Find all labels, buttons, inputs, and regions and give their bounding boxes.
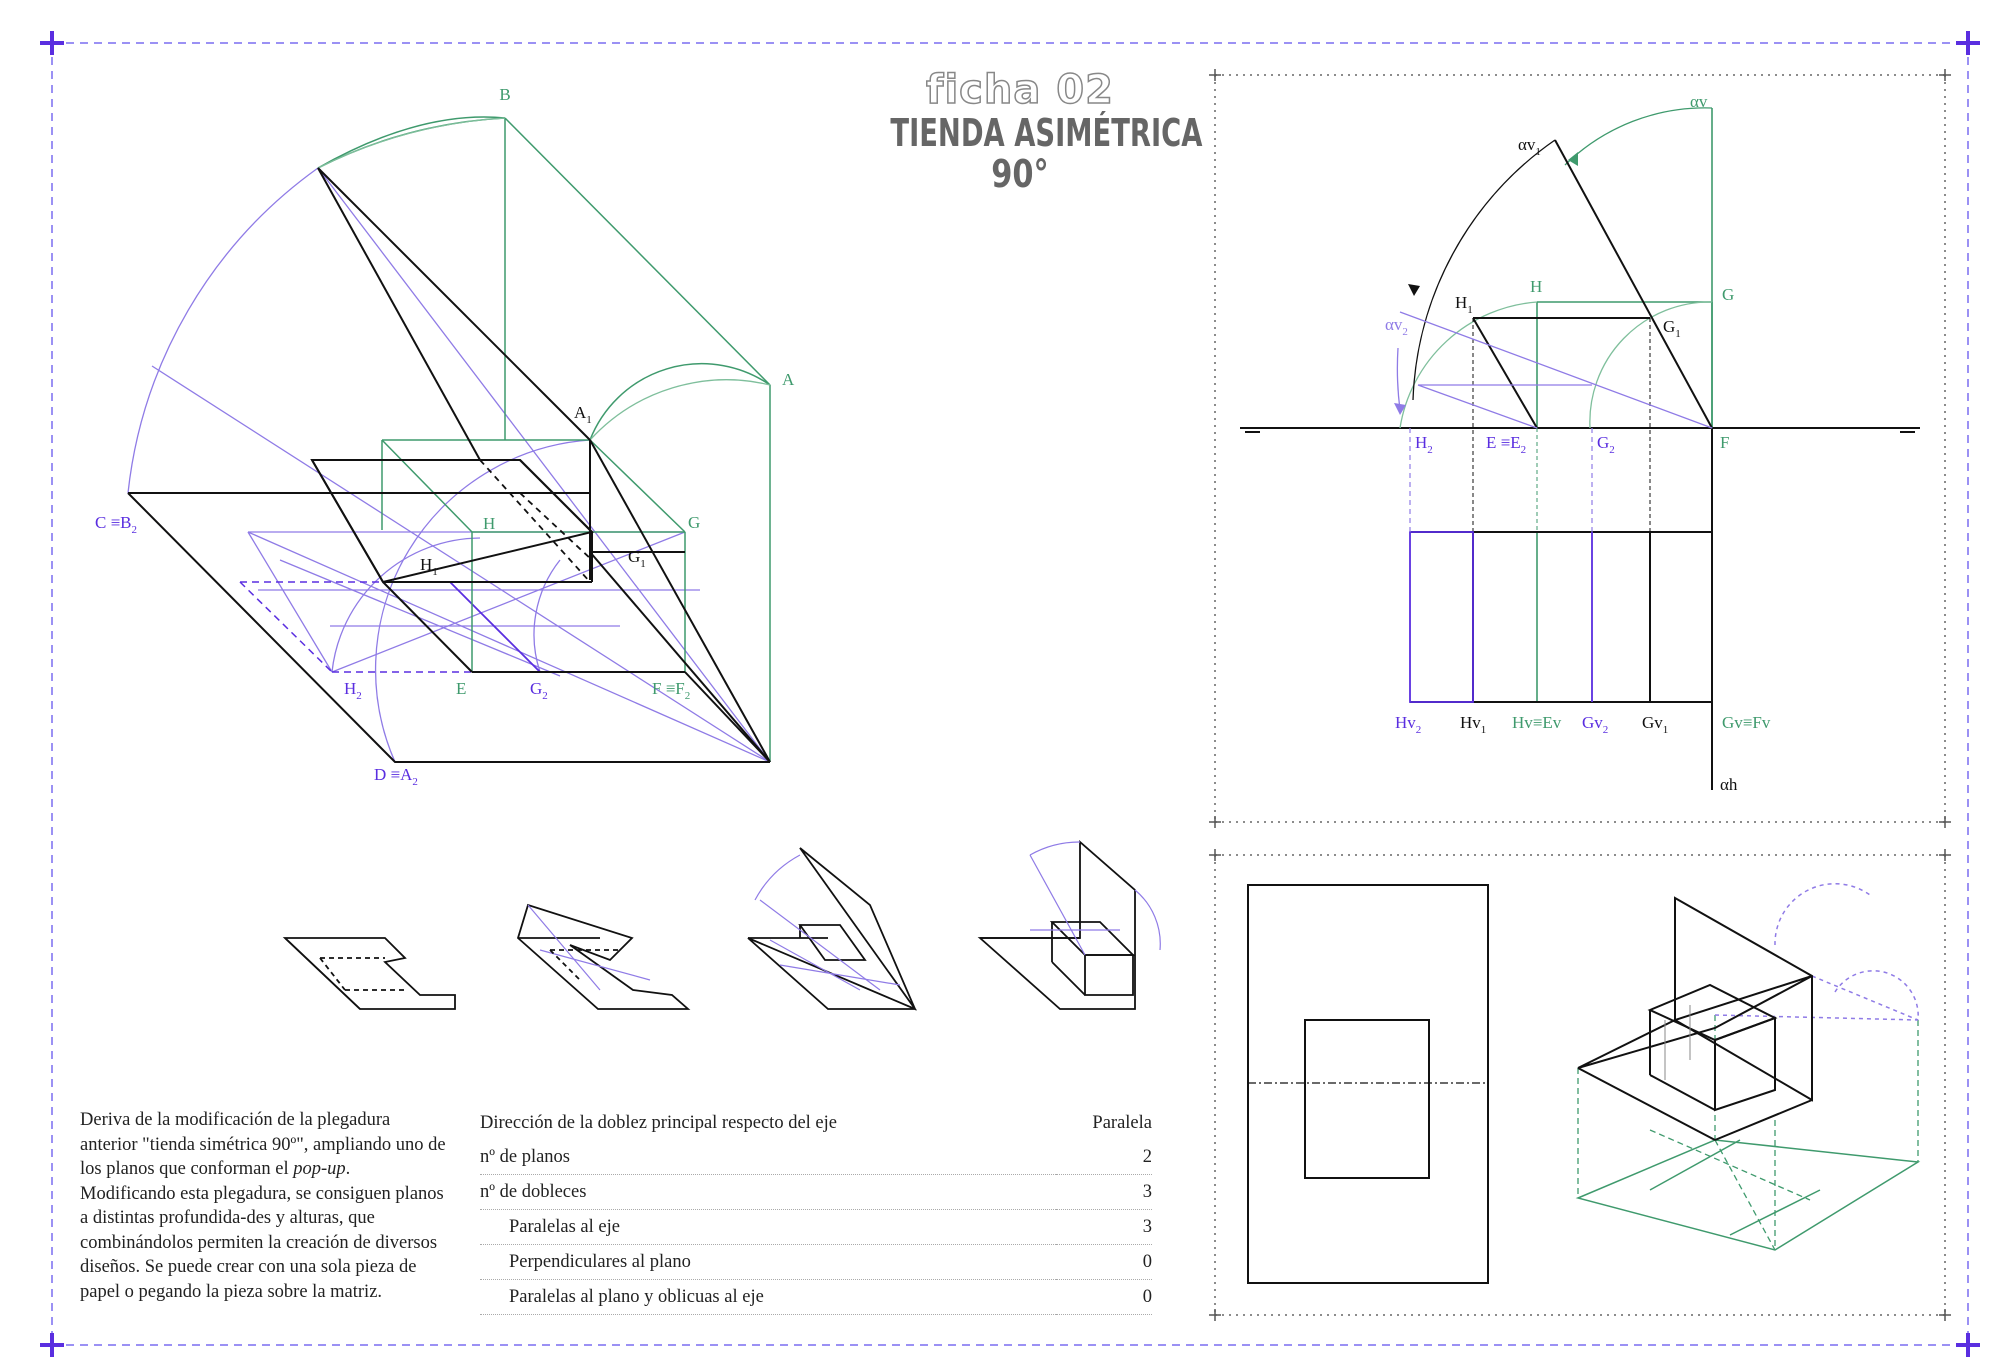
ortho-purple-solid (1409, 531, 1593, 703)
label-G: G (688, 513, 700, 532)
iso-construction-purple-solid (449, 581, 541, 673)
fold-step-3 (747, 847, 917, 1011)
label-o-E: E ≡E2 (1486, 433, 1526, 456)
label-A: A (782, 370, 795, 389)
ground-line (1240, 427, 1920, 433)
label-B: B (499, 85, 510, 104)
iso-main-dashed (312, 459, 593, 583)
folding-sequence (282, 840, 1161, 1011)
iso-construction-purple-dashed (239, 581, 472, 673)
label-o-G: G (1722, 285, 1734, 304)
label-E: E (456, 679, 466, 698)
label-o-H2: H2 (1415, 433, 1433, 456)
label-G1: G1 (628, 547, 646, 570)
outer-frame (51, 42, 1969, 1346)
panel-frame-ticks (1209, 69, 1951, 1321)
label-H2: H2 (344, 679, 362, 702)
property-value: Paralela (1092, 1112, 1152, 1133)
arrow-av-icon (1568, 152, 1578, 166)
ortho-black (1410, 139, 1713, 790)
fold-step-2 (516, 903, 691, 1010)
card-flat-view (1247, 884, 1489, 1284)
card-iso-view (1575, 882, 1921, 1251)
iso-construction-green (317, 116, 771, 762)
property-label: Perpendiculares al plano (480, 1244, 1056, 1280)
label-o-H1: H1 (1455, 293, 1473, 316)
label-D-A2: D ≡A2 (374, 765, 418, 788)
ortho-green (1399, 107, 1713, 702)
table-row: Dirección de la doblez principal respect… (480, 1106, 1152, 1140)
property-label: Dirección de la doblez principal respect… (480, 1112, 837, 1133)
label-Gv1: Gv1 (1642, 713, 1668, 736)
label-HvEv: Hv≡Ev (1512, 713, 1562, 732)
label-av2: αv2 (1385, 315, 1408, 338)
property-value: 0 (1055, 1279, 1152, 1315)
property-value: 2 (1055, 1140, 1152, 1175)
ortho-black-arc (1412, 139, 1556, 401)
label-Hv1: Hv1 (1460, 713, 1486, 736)
property-value: 3 (1055, 1209, 1152, 1245)
label-av1: αv1 (1518, 135, 1541, 158)
property-label: nº de dobleces (480, 1174, 1056, 1210)
property-label: Paralelas al plano y oblicuas al eje (480, 1279, 1056, 1315)
label-GvFv: Gv≡Fv (1722, 713, 1771, 732)
page-title-angle: 90° (991, 152, 1049, 196)
label-ah: αh (1720, 775, 1738, 794)
orthographic-diagram: αv αv1 αv2 H G H1 G1 H2 E ≡E2 G2 F Hv2 H… (1240, 92, 1920, 794)
iso-construction-green-arc (317, 117, 771, 441)
properties-table: Dirección de la doblez principal respect… (480, 1106, 1152, 1315)
property-label: nº de planos (480, 1140, 1056, 1175)
property-value: 3 (1055, 1174, 1152, 1210)
label-o-H: H (1530, 277, 1542, 296)
arrow-av1-icon (1408, 284, 1420, 296)
description-text: Deriva de la modificación de la plegadur… (80, 1108, 450, 1304)
property-value: 0 (1055, 1244, 1152, 1280)
isometric-diagram: B A A1 C ≡B2 H G H1 G1 H2 E G2 F ≡F2 D ≡… (95, 85, 795, 788)
description-part2: . Modificando esta plegadura, se consigu… (80, 1159, 444, 1302)
label-Gv2: Gv2 (1582, 713, 1608, 736)
property-label: Paralelas al eje (480, 1209, 1056, 1245)
label-Hv2: Hv2 (1395, 713, 1421, 736)
ortho-black-dashed (1472, 318, 1651, 532)
label-o-G1: G1 (1663, 317, 1681, 340)
label-H1: H1 (420, 555, 438, 578)
label-A1: A1 (574, 403, 592, 426)
label-o-G2: G2 (1597, 433, 1615, 456)
label-F-F2: F ≡F2 (652, 679, 690, 702)
description-italic: pop-up (293, 1159, 346, 1179)
arrow-av2-icon (1394, 403, 1406, 415)
label-o-F: F (1720, 433, 1729, 452)
label-G2: G2 (530, 679, 548, 702)
fold-step-1 (282, 937, 456, 1010)
corner-crosses (40, 31, 1980, 1357)
label-av: αv (1690, 92, 1708, 111)
page-title: TIENDA ASIMÉTRICA (890, 111, 1203, 155)
panel-frames (1214, 74, 1946, 1316)
title-block: ficha 02 TIENDA ASIMÉTRICA 90° (840, 67, 1203, 196)
fold-step-4 (977, 840, 1161, 1010)
description-part1: Deriva de la modificación de la plegadur… (80, 1110, 446, 1179)
label-C-B2: C ≡B2 (95, 513, 137, 536)
ficha-number: ficha 02 (925, 67, 1114, 113)
label-H: H (483, 514, 495, 533)
